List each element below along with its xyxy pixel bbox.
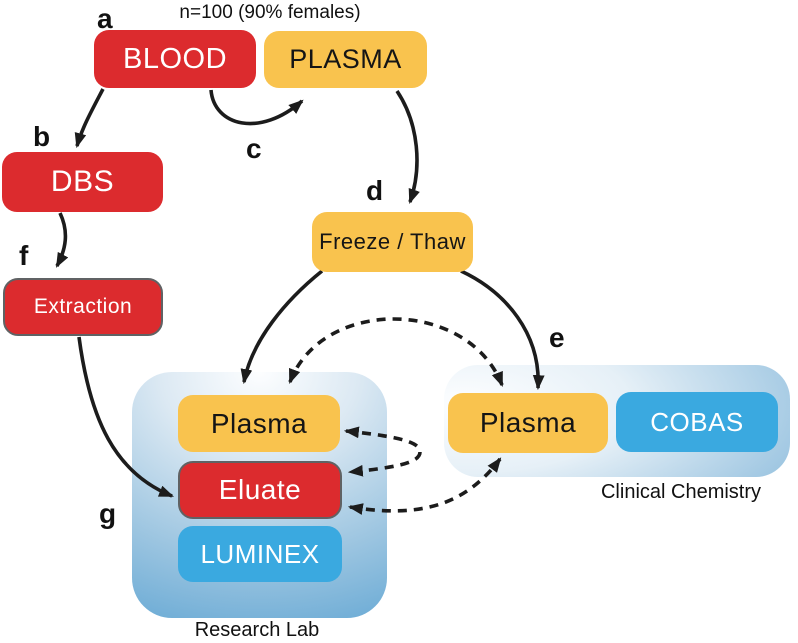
clinical-chemistry-caption: Clinical Chemistry: [600, 481, 762, 503]
dashed-arrow-plasma-lab-plasma-clinical: [288, 317, 504, 387]
node-blood: BLOOD: [94, 30, 256, 88]
arrow-dbs-to-extraction: [55, 212, 69, 268]
step-label-d: d: [366, 175, 384, 206]
research-lab-caption: Research Lab: [194, 619, 320, 641]
step-label-a: a: [97, 3, 113, 34]
node-freeze-thaw: Freeze / Thaw: [312, 212, 473, 272]
arrow-extraction-to-eluate: [77, 336, 174, 498]
arrow-freezethaw-to-plasma-clinical: [460, 269, 545, 391]
study-title: n=100 (90% females): [179, 2, 361, 23]
dashed-arrow-eluate-plasma-clinical: [347, 457, 502, 515]
arrow-blood-to-plasma: [209, 89, 304, 126]
node-plasma-clinical: Plasma: [448, 393, 608, 453]
step-label-g: g: [99, 498, 117, 529]
node-plasma-research: Plasma: [178, 395, 340, 452]
node-cobas: COBAS: [616, 392, 778, 452]
arrow-freezethaw-to-plasma-lab: [240, 269, 324, 385]
node-plasma-top: PLASMA: [264, 31, 427, 88]
node-dbs: DBS: [2, 152, 163, 212]
dashed-arrow-plasma-lab-eluate-loop: [343, 426, 422, 477]
node-eluate: Eluate: [178, 461, 342, 519]
step-label-e: e: [549, 322, 565, 353]
arrow-plasma-to-freezethaw: [395, 90, 420, 205]
step-label-f: f: [19, 240, 29, 271]
arrow-blood-to-dbs: [74, 88, 105, 149]
step-label-b: b: [33, 121, 51, 152]
node-luminex: LUMINEX: [178, 526, 342, 582]
node-extraction: Extraction: [3, 278, 163, 336]
step-label-c: c: [246, 133, 262, 164]
